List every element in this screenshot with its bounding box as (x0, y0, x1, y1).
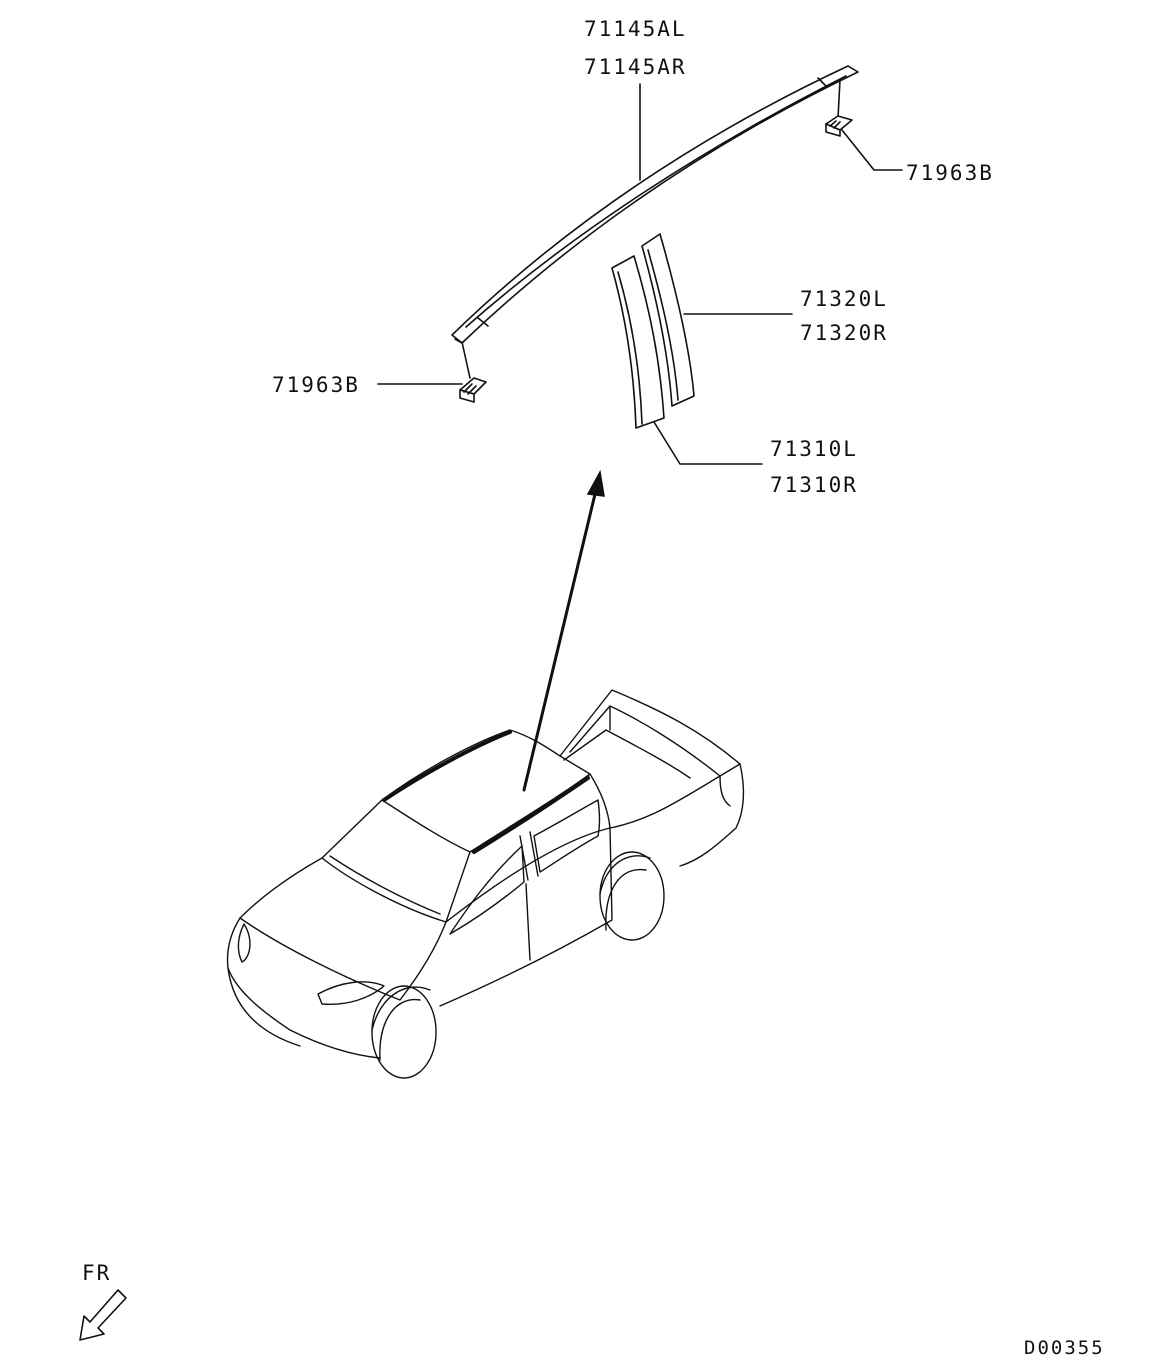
clip-front[interactable] (459, 341, 487, 403)
leader-pillar-lower (653, 421, 763, 465)
leader-clip-rear (841, 129, 903, 171)
pickup-truck-illustration (226, 689, 745, 1079)
label-pillar-upper-right: 71320R (800, 321, 888, 345)
label-clip-rear: 71963B (906, 161, 994, 185)
explode-arrow-icon (522, 469, 605, 792)
pillar-garnish-upper[interactable] (641, 233, 695, 407)
roof-molding[interactable] (451, 65, 859, 344)
label-roof-molding-right: 71145AR (584, 55, 687, 79)
clip-rear[interactable] (825, 79, 853, 137)
label-roof-molding-left: 71145AL (584, 17, 687, 41)
label-pillar-lower-left: 71310L (770, 437, 858, 461)
label-direction: FR (82, 1261, 111, 1285)
label-diagram-code: D00355 (1024, 1337, 1105, 1359)
label-clip-front: 71963B (272, 373, 360, 397)
arrow-front-direction-icon (79, 1289, 127, 1341)
label-pillar-upper-left: 71320L (800, 287, 888, 311)
pillar-garnish-lower[interactable] (611, 255, 665, 429)
label-pillar-lower-right: 71310R (770, 473, 858, 497)
